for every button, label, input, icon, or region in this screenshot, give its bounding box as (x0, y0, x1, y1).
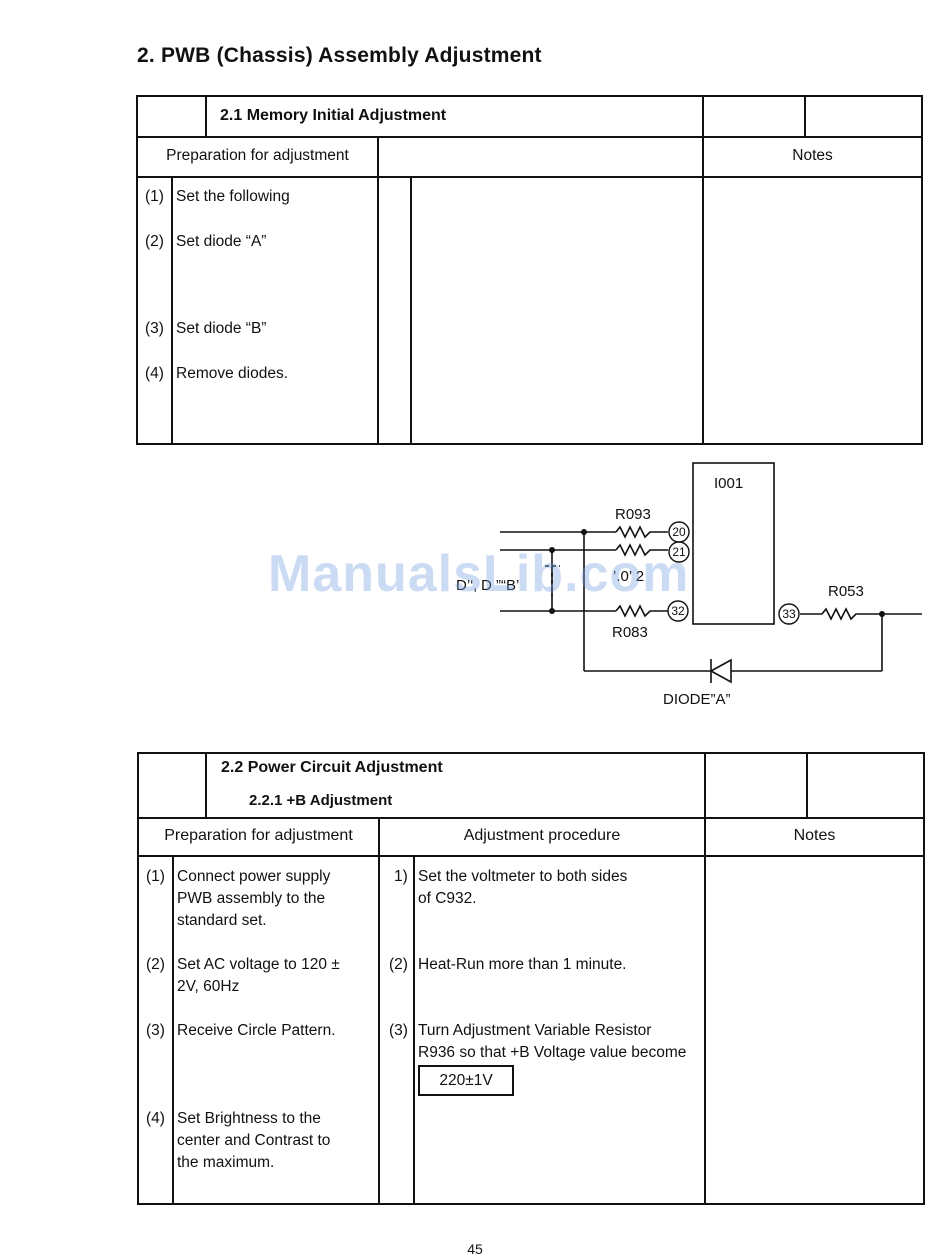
procedure-step-number: (2) (389, 956, 408, 973)
step-number: (3) (145, 320, 164, 337)
pin-33-label: 33 (782, 607, 796, 621)
r083-label: R083 (612, 624, 648, 641)
notes-header: Notes (793, 827, 836, 844)
step-text: Set diode “B” (176, 320, 267, 337)
page-title: 2. PWB (Chassis) Assembly Adjustment (137, 44, 542, 67)
step-text: Set diode “A” (176, 233, 267, 250)
step-number: (3) (146, 1022, 165, 1039)
power-circuit-adjustment-table (137, 752, 925, 1205)
prep-header: Preparation for adjustment (166, 147, 349, 164)
r093-label: R093 (615, 506, 651, 523)
step-number: (4) (146, 1110, 165, 1127)
diode-a-label: DIODE”A” (663, 691, 731, 708)
notes-header: Notes (792, 147, 833, 164)
pin-21-label: 21 (672, 545, 686, 559)
procedure-step-number: 1) (394, 868, 408, 885)
procedure-step-text: Turn Adjustment Variable Resistor R936 s… (418, 1022, 687, 1061)
procedure-step-number: (3) (389, 1022, 408, 1039)
step-text: Set AC voltage to 120 ± 2V, 60Hz (177, 956, 340, 995)
step-number: (1) (146, 868, 165, 885)
page-number: 45 (467, 1241, 483, 1257)
section-title: 2.1 Memory Initial Adjustment (220, 107, 447, 124)
step-text: Connect power supply PWB assembly to the… (177, 868, 331, 929)
step-text: Set the following (176, 188, 290, 205)
section-subtitle: 2.2.1 +B Adjustment (249, 792, 393, 809)
procedure-header: Adjustment procedure (463, 827, 621, 844)
section-title: 2.2 Power Circuit Adjustment (221, 759, 443, 776)
memory-initial-adjustment-table (0, 0, 950, 460)
watermark: ManualsLib.com (268, 545, 690, 603)
step-text: Receive Circle Pattern. (177, 1022, 336, 1039)
pin-20-label: 20 (672, 525, 686, 539)
procedure-step-text: Heat-Run more than 1 minute. (418, 956, 627, 973)
step-number: (2) (145, 233, 164, 250)
procedure-step-text: Set the voltmeter to both sides of C932. (418, 868, 628, 907)
step-number: (2) (146, 956, 165, 973)
r0x2-label: ’.0’ 2 (613, 568, 644, 585)
step-text: Set Brightness to the center and Contras… (177, 1110, 331, 1171)
diode-b-label: D’‘‚ D ”“B’ (456, 577, 519, 594)
step-number: (4) (145, 365, 164, 382)
ic-box (692, 462, 775, 625)
prep-header: Preparation for adjustment (164, 827, 353, 844)
pin-32-label: 32 (671, 604, 685, 618)
ic-label: I001 (714, 475, 743, 492)
r053-label: R053 (828, 583, 864, 600)
circuit-diagram: 20 21 32 33 I001 R093 ’.0’ 2 R083 R053 D… (456, 462, 922, 708)
step-number: (1) (145, 188, 164, 205)
step-text: Remove diodes. (176, 365, 289, 382)
voltage-value-box: 220±1V (418, 1065, 514, 1096)
